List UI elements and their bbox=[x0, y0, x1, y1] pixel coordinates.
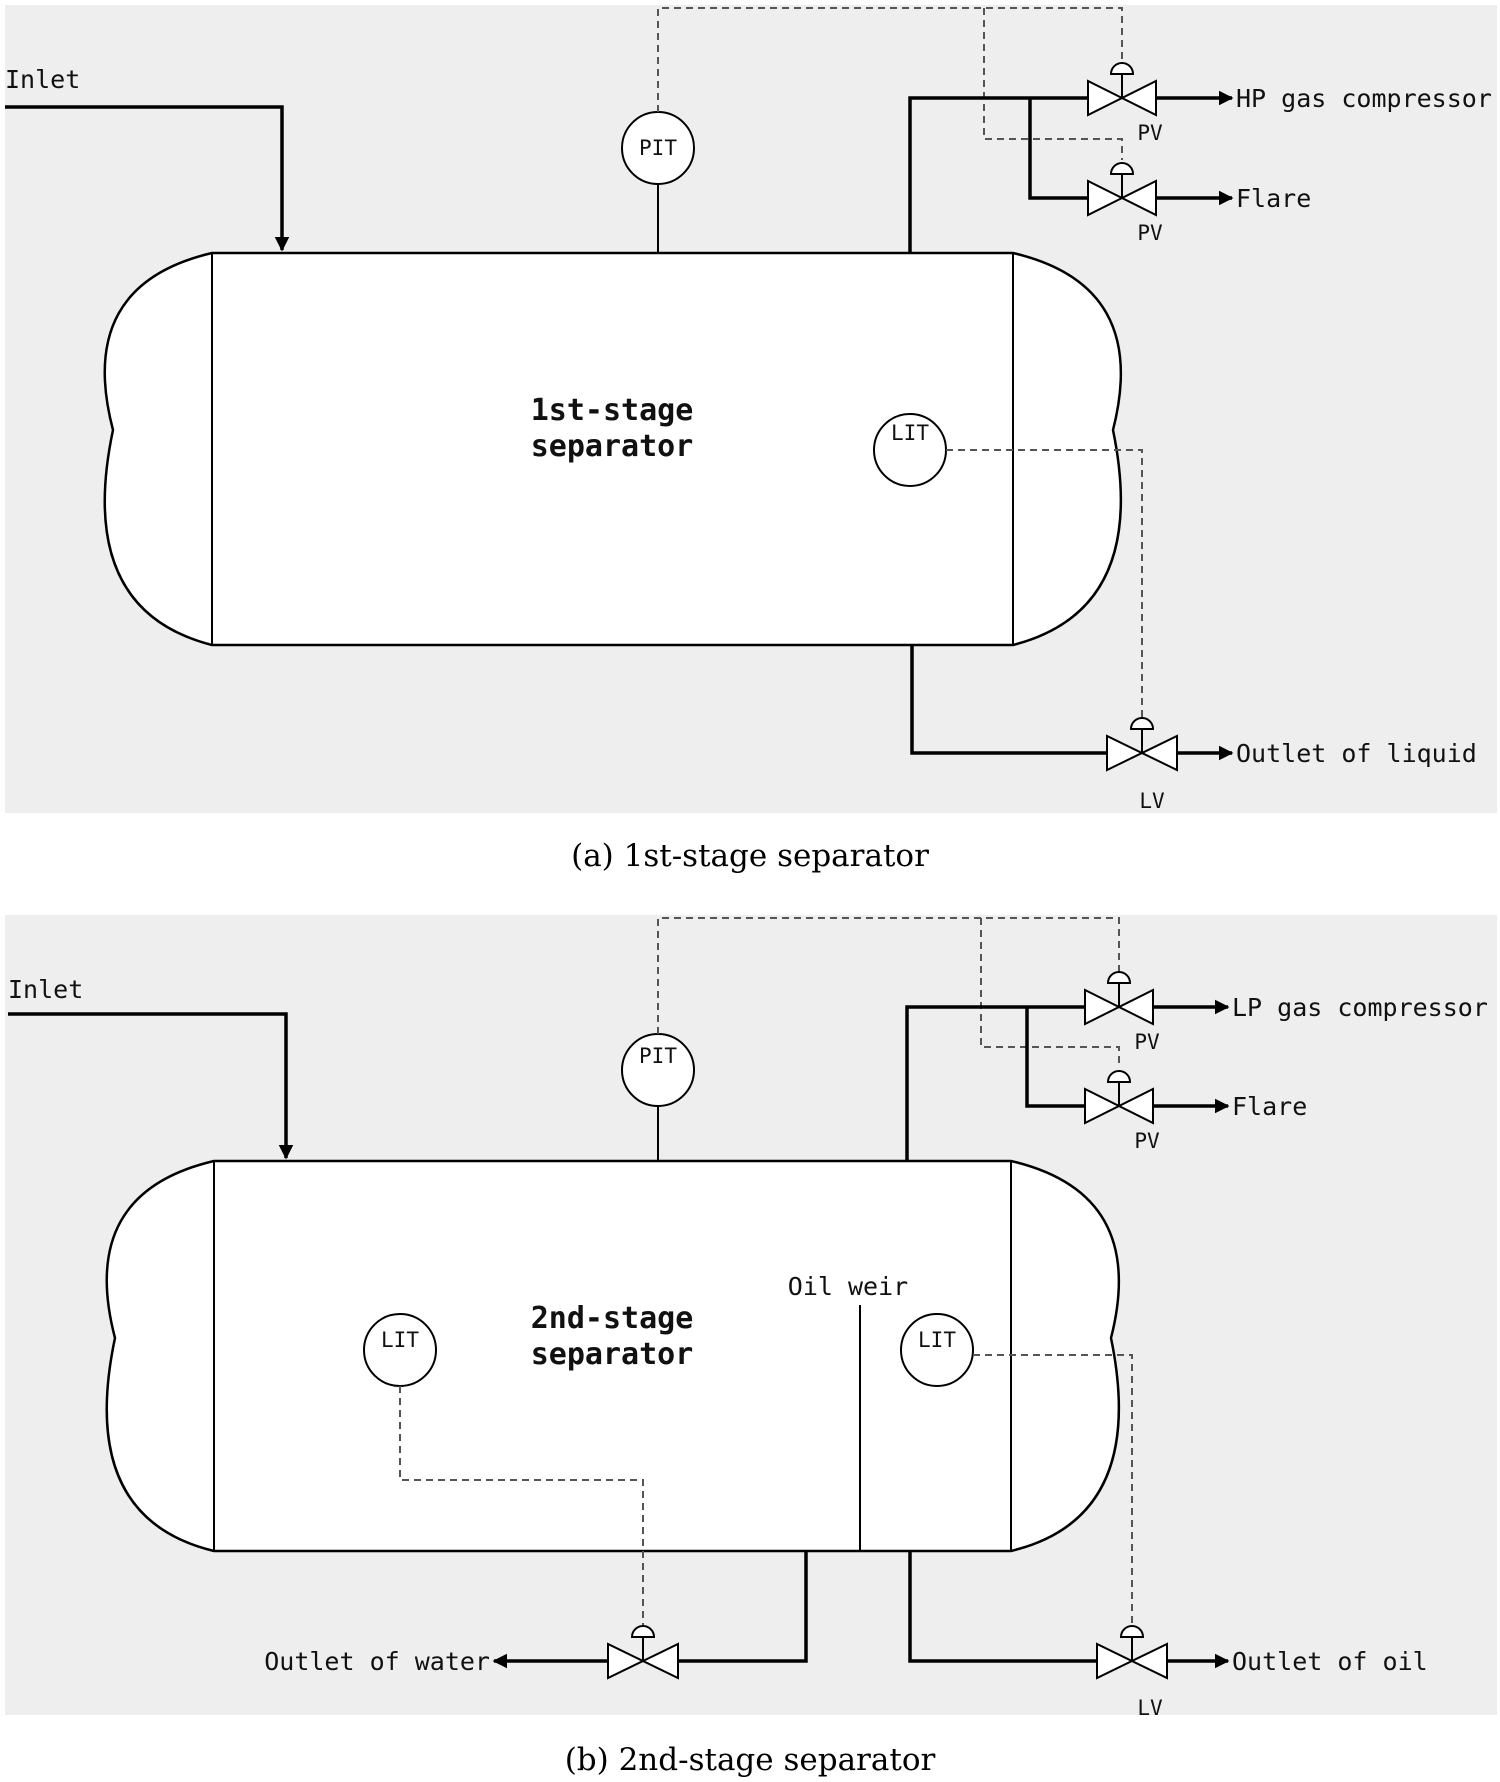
lit-tag: LIT bbox=[891, 421, 929, 445]
lit-water-tag: LIT bbox=[381, 1328, 419, 1352]
flare-label: Flare bbox=[1236, 184, 1311, 213]
pv-gas-tag: PV bbox=[1134, 1030, 1160, 1054]
vessel-title-line2: separator bbox=[531, 1337, 694, 1372]
pit-tag: PIT bbox=[639, 1044, 677, 1068]
pv-flare-tag: PV bbox=[1134, 1129, 1160, 1153]
pit-signal-to-flare-pv bbox=[980, 918, 1120, 1068]
outlet-water-label: Outlet of water bbox=[264, 1647, 490, 1676]
pit-signal-to-top-pv bbox=[657, 7, 1123, 112]
lv-tag: LV bbox=[1139, 789, 1165, 813]
lv-oil-valve bbox=[1096, 1625, 1168, 1680]
lv-tag: LV bbox=[1137, 1696, 1163, 1720]
oil-weir-label: Oil weir bbox=[788, 1272, 908, 1301]
pit-tag: PIT bbox=[639, 136, 677, 160]
vessel-title-line1: 1st-stage bbox=[531, 393, 694, 428]
pv-gas-tag: PV bbox=[1137, 121, 1163, 145]
flare-branch-pipe bbox=[1028, 98, 1088, 200]
lit-oil-signal bbox=[973, 1354, 1133, 1633]
vessel-title-line1: 2nd-stage bbox=[531, 1301, 694, 1336]
vessel-title-line2: separator bbox=[531, 429, 694, 464]
pv-flare-valve bbox=[1087, 162, 1157, 217]
panel-a: 1st-stage separator Inlet PIT PV HP gas … bbox=[5, 5, 1497, 813]
pit-signal-to-top-pv bbox=[657, 917, 1120, 1034]
inlet-label: Inlet bbox=[8, 975, 83, 1004]
water-outlet-pipe bbox=[678, 1551, 808, 1663]
inlet-label: Inlet bbox=[5, 65, 80, 94]
lit-signal-to-lv bbox=[946, 449, 1143, 725]
pit-signal-to-flare-pv bbox=[983, 8, 1123, 160]
lit-oil-instrument bbox=[900, 1313, 974, 1387]
inlet-pipe bbox=[5, 105, 290, 252]
lv-liquid-valve bbox=[1106, 717, 1178, 772]
hp-gas-compressor-label: HP gas compressor bbox=[1236, 84, 1492, 113]
inlet-pipe bbox=[8, 1012, 294, 1160]
panel-b: 2nd-stage separator Oil weir Inlet PIT P… bbox=[5, 915, 1497, 1720]
outlet-liquid-label: Outlet of liquid bbox=[1236, 739, 1477, 768]
lit-oil-tag: LIT bbox=[918, 1328, 956, 1352]
water-level-valve bbox=[607, 1625, 679, 1680]
outlet-oil-label: Outlet of oil bbox=[1232, 1647, 1428, 1676]
flare-branch-pipe bbox=[1025, 1007, 1085, 1108]
pv-gas-valve bbox=[1084, 971, 1154, 1026]
pv-gas-valve bbox=[1087, 62, 1157, 117]
pv-flare-tag: PV bbox=[1137, 221, 1163, 245]
flare-label: Flare bbox=[1232, 1092, 1307, 1121]
caption-b: (b) 2nd-stage separator bbox=[565, 1742, 936, 1778]
lp-gas-compressor-label: LP gas compressor bbox=[1232, 993, 1488, 1022]
oil-outlet-pipe bbox=[908, 1551, 1097, 1663]
caption-a: (a) 1st-stage separator bbox=[571, 838, 929, 874]
lit-water-signal bbox=[399, 1386, 644, 1633]
pv-flare-valve bbox=[1084, 1070, 1154, 1125]
liquid-outlet-pipe bbox=[910, 645, 1107, 755]
